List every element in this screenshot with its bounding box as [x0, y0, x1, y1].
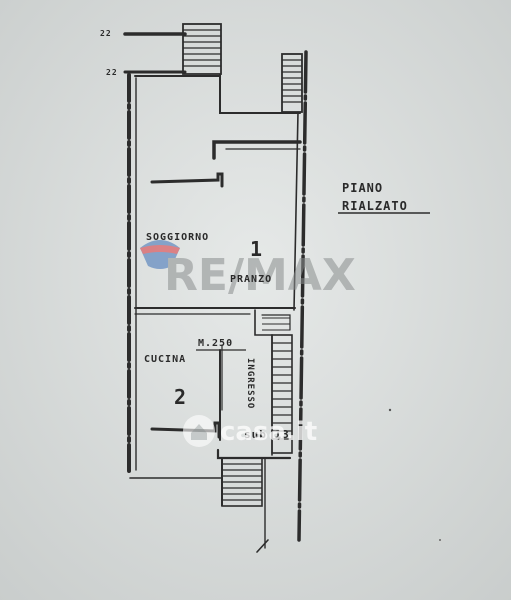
stair-enclosure-b — [261, 314, 291, 331]
top-annotation: M.250 — [198, 338, 233, 349]
bottom-tick — [256, 539, 269, 553]
right-wall — [297, 50, 308, 542]
casa-logo-text: casa.it — [220, 417, 317, 447]
walls — [123, 32, 308, 553]
stairs — [182, 23, 303, 507]
room-2-label: CUCINA — [144, 354, 186, 365]
sub-label: sub 13 — [244, 428, 290, 441]
corner-mark-2: 22 — [106, 68, 118, 77]
room-2-number: 2 — [174, 385, 187, 409]
room-1-number: 1 — [250, 237, 263, 261]
title-line-1: PIANO — [342, 181, 383, 195]
remax-logo-text: RE/MAX — [164, 250, 356, 301]
right-wall-inner — [293, 111, 299, 311]
stair-middle — [262, 317, 293, 454]
remax-watermark: RE/MAX — [140, 240, 356, 301]
partition-top — [212, 140, 302, 160]
room-1-label-a: SOGGIORNO — [146, 232, 209, 243]
corner-mark-1: 22 — [100, 29, 112, 38]
casa-watermark: casa.it — [183, 415, 317, 447]
stair-top-left — [182, 23, 222, 75]
top-wall-b — [219, 74, 301, 114]
window-mark — [150, 172, 224, 188]
room-1-label-b: PRANZO — [230, 274, 272, 285]
stair-top-right — [281, 53, 303, 113]
bottom-wall-step — [216, 448, 292, 460]
title-line-2: RIALZATO — [342, 199, 408, 213]
stair-label: INGRESSO — [245, 358, 255, 409]
